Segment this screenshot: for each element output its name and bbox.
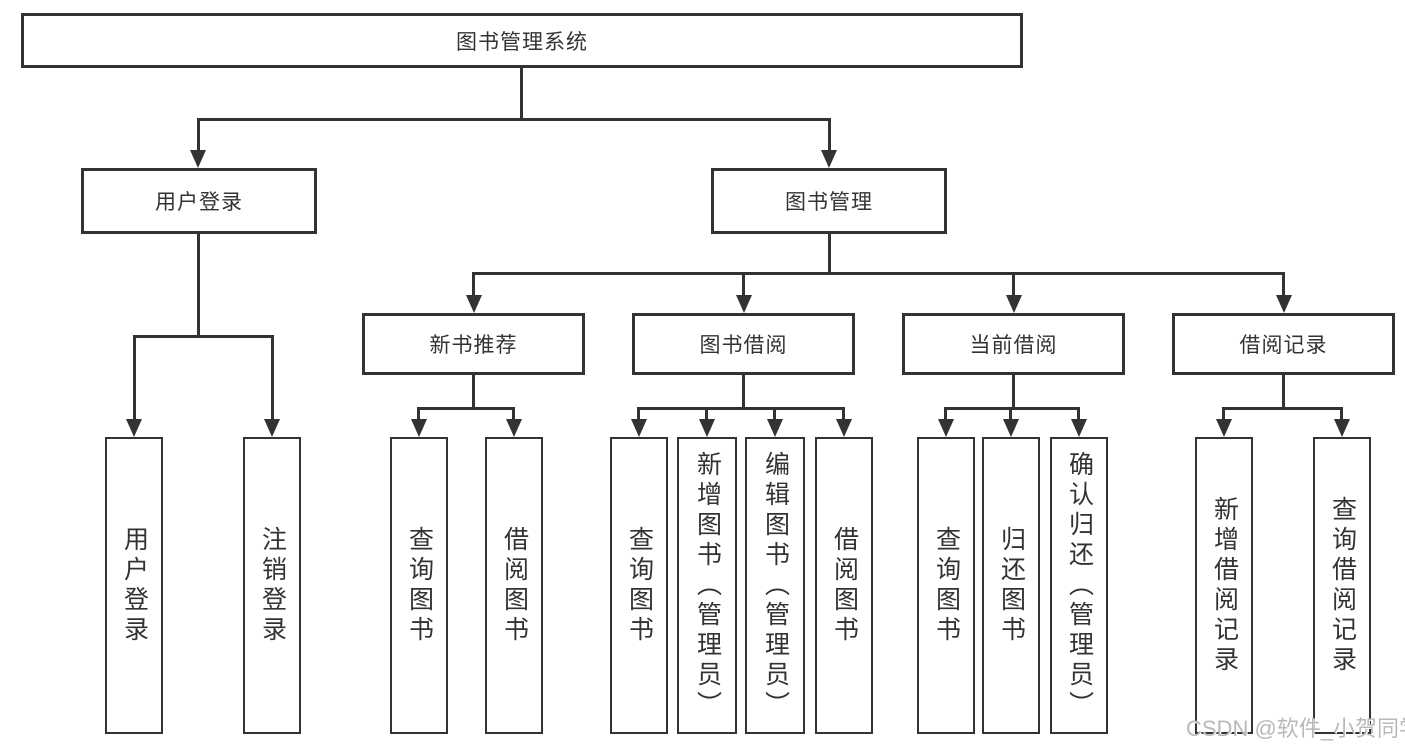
- leaf-label: 用户登录: [120, 525, 149, 646]
- arrowhead-down-icon: [699, 419, 715, 437]
- arrowhead-down-icon: [1334, 419, 1350, 437]
- arrowhead-down-icon: [631, 419, 647, 437]
- arrowhead-down-icon: [836, 419, 852, 437]
- arrowhead-down-icon: [411, 419, 427, 437]
- connector-line: [828, 118, 831, 154]
- leaf-borrow-books: 借阅图书: [815, 437, 873, 734]
- node-current-borrowing: 当前借阅: [902, 313, 1125, 375]
- arrowhead-down-icon: [1006, 295, 1022, 313]
- connector-line: [512, 407, 515, 421]
- arrowhead-down-icon: [938, 419, 954, 437]
- connector-line: [520, 66, 523, 120]
- connector-line: [197, 118, 200, 154]
- connector-line: [1282, 374, 1285, 409]
- arrowhead-down-icon: [1276, 295, 1292, 313]
- connector-line: [637, 407, 845, 410]
- connector-line: [944, 407, 1080, 410]
- leaf-label: 查询借阅记录: [1328, 495, 1357, 676]
- connector-line: [1012, 374, 1015, 409]
- node-borrowing-records: 借阅记录: [1172, 313, 1395, 375]
- arrowhead-down-icon: [506, 419, 522, 437]
- leaf-query-books-borrow: 查询图书: [610, 437, 668, 734]
- leaf-label: 查询图书: [625, 525, 654, 646]
- watermark-csdn: CSDN @软件_小贺同学: [1186, 716, 1405, 741]
- leaf-logout: 注销登录: [243, 437, 301, 734]
- connector-line: [705, 407, 708, 421]
- arrowhead-down-icon: [1003, 419, 1019, 437]
- leaf-borrow-books-recommend: 借阅图书: [485, 437, 543, 734]
- arrowhead-down-icon: [1071, 419, 1087, 437]
- connector-line: [1222, 407, 1343, 410]
- leaf-label: 归还图书: [997, 525, 1026, 646]
- connector-line: [133, 335, 274, 338]
- leaf-label: 编辑图书（管理员）: [761, 450, 790, 721]
- connector-line: [1222, 407, 1225, 421]
- arrowhead-down-icon: [767, 419, 783, 437]
- leaf-label: 新增借阅记录: [1210, 495, 1239, 676]
- leaf-add-borrow-record: 新增借阅记录: [1195, 437, 1253, 734]
- connector-line: [197, 233, 200, 337]
- connector-line: [472, 272, 1285, 275]
- connector-line: [472, 272, 475, 298]
- connector-line: [1340, 407, 1343, 421]
- leaf-confirm-return-admin: 确认归还（管理员）: [1050, 437, 1108, 734]
- connector-line: [1077, 407, 1080, 421]
- connector-line: [742, 374, 745, 409]
- connector-line: [271, 335, 274, 421]
- leaf-label: 查询图书: [932, 525, 961, 646]
- leaf-query-borrow-record: 查询借阅记录: [1313, 437, 1371, 734]
- connector-line: [742, 272, 745, 298]
- connector-line: [944, 407, 947, 421]
- connector-line: [773, 407, 776, 421]
- connector-line: [828, 233, 831, 274]
- arrowhead-down-icon: [821, 150, 837, 168]
- leaf-user-login: 用户登录: [105, 437, 163, 734]
- connector-line: [472, 374, 475, 409]
- node-book-management: 图书管理: [711, 168, 947, 234]
- arrowhead-down-icon: [1216, 419, 1232, 437]
- leaf-label: 查询图书: [405, 525, 434, 646]
- connector-line: [133, 335, 136, 421]
- leaf-query-books-recommend: 查询图书: [390, 437, 448, 734]
- connector-line: [637, 407, 640, 421]
- node-book-borrowing: 图书借阅: [632, 313, 855, 375]
- leaf-label: 借阅图书: [500, 525, 529, 646]
- connector-line: [842, 407, 845, 421]
- connector-line: [417, 407, 420, 421]
- arrowhead-down-icon: [466, 295, 482, 313]
- arrowhead-down-icon: [190, 150, 206, 168]
- connector-line: [417, 407, 515, 410]
- connector-line: [1012, 272, 1015, 298]
- connector-line: [1282, 272, 1285, 298]
- leaf-label: 借阅图书: [830, 525, 859, 646]
- connector-line: [1009, 407, 1012, 421]
- leaf-add-books-admin: 新增图书（管理员）: [677, 437, 737, 734]
- node-new-book-recommendation: 新书推荐: [362, 313, 585, 375]
- connector-line: [197, 118, 831, 121]
- leaf-return-books: 归还图书: [982, 437, 1040, 734]
- leaf-label: 确认归还（管理员）: [1065, 450, 1094, 721]
- leaf-label: 注销登录: [258, 525, 287, 646]
- arrowhead-down-icon: [126, 419, 142, 437]
- node-user-login: 用户登录: [81, 168, 317, 234]
- node-library-management-system: 图书管理系统: [21, 13, 1023, 68]
- leaf-edit-books-admin: 编辑图书（管理员）: [745, 437, 805, 734]
- arrowhead-down-icon: [736, 295, 752, 313]
- leaf-label: 新增图书（管理员）: [693, 450, 722, 721]
- leaf-query-books-current: 查询图书: [917, 437, 975, 734]
- arrowhead-down-icon: [264, 419, 280, 437]
